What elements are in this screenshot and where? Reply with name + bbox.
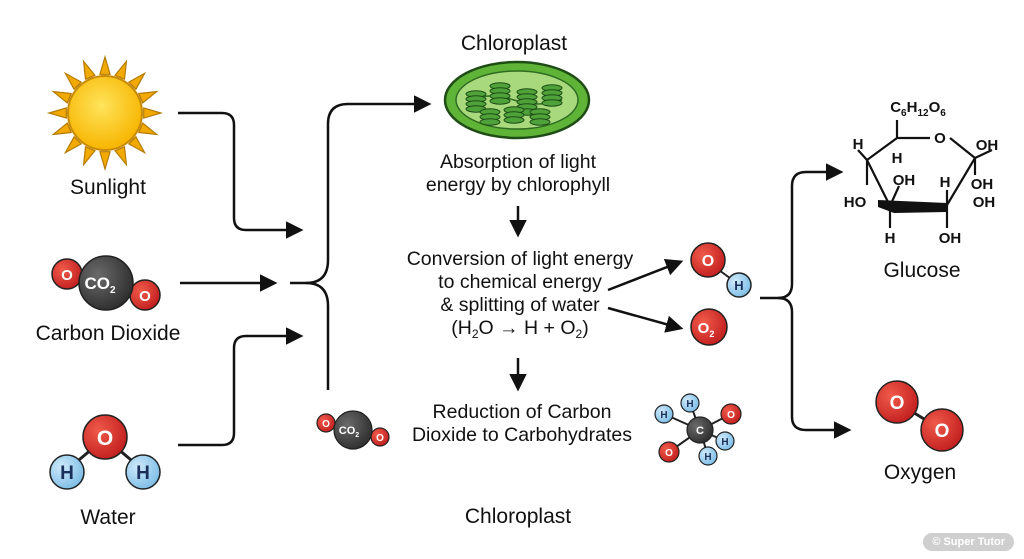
thylakoid-disc [503,116,525,124]
oh-label: OH [973,194,996,211]
co2-label: CO2 [84,274,116,296]
water-splitting-equation: (H2O → H + O2) [451,317,589,342]
thylakoid-disc [479,118,501,126]
sun-ray [127,135,147,155]
conversion-line3: & splitting of water [440,294,600,316]
atom-label-o: O [665,448,673,459]
water-molecule-icon: O H H [49,414,161,490]
atom-label-h: H [704,452,711,463]
h-label: H [892,150,903,167]
o2-label: O2 [698,320,715,339]
atom-label-o: O [702,253,714,270]
sun-ray [99,54,111,75]
sun-ray [82,59,96,81]
atom-label-o: O [139,288,151,305]
oh-label: OH [939,230,962,247]
glucose-label: Glucose [883,259,961,282]
sun-ray [114,59,128,81]
sun-ray [51,122,73,136]
h-label: H [940,174,951,191]
absorption-line2: energy by chlorophyll [425,174,611,196]
sun-icon [46,54,164,172]
sun-ray [63,71,83,91]
hydroxyl-molecule-icon: O H [690,242,752,298]
absorption-step: Absorption of light energy by chlorophyl… [426,151,610,197]
sunlight-arrow [178,111,304,239]
conversion-step: Conversion of light energy to chemical e… [407,248,634,340]
chloroplast-title-top: Chloroplast [460,32,568,55]
to-o2-arrow [607,306,684,333]
atom-label-c: C [696,425,704,437]
h-label: H [853,136,864,153]
ring-o-label: O [934,130,946,147]
sun-ray [63,135,83,155]
atom-label-h: H [734,278,743,293]
carbohydrate-molecule-icon: H H O H O H C [654,393,742,466]
to-oh-arrow [607,258,684,292]
atom-label-o: O [61,267,73,284]
output-arrows [760,163,852,439]
chloroplast-icon [443,60,591,140]
atom-label-o: O [890,393,905,414]
conversion-line2: to chemical energy [438,271,602,293]
reduction-step: Reduction of Carbon Dioxide to Carbohydr… [412,401,632,447]
sun-ray [99,151,111,172]
sun-ray [137,90,159,104]
thylakoid-disc [529,118,551,126]
sun-ray [46,107,67,119]
watermark-badge: © Super Tutor [923,533,1014,551]
atom-label-h: H [136,463,150,484]
sun-ray [51,90,73,104]
sun-ray [137,122,159,136]
thylakoid-disc [541,99,563,107]
oxygen-molecule-large-icon: O O [875,380,964,452]
sunlight-label: Sunlight [70,176,146,199]
atom-label-o: O [376,433,384,444]
absorption-line1: Absorption of light [439,151,597,173]
atom-label-h: H [721,437,728,448]
h-label: H [885,230,896,247]
carbon-dioxide-molecule-icon: O O CO2 [51,255,161,311]
glucose-formula: C6H12O6 [890,99,946,119]
sun-ray [127,71,147,91]
chloroplast-title-bottom: Chloroplast [464,505,572,528]
carbon-dioxide-small-icon: O O CO2 [316,410,390,450]
atom-label-o: O [322,419,330,430]
atom-label-o: O [97,427,113,450]
atom-label-h: H [660,410,667,421]
oxygen-label: Oxygen [883,461,957,484]
reduction-line1: Reduction of Carbon [432,401,612,423]
merge-to-chloroplast-arrow [290,95,432,285]
atom-label-o: O [935,421,950,442]
thylakoid-disc [489,97,511,105]
merge-bracket-lower [305,281,330,390]
sun-ray [82,145,96,167]
co2-label: CO2 [339,425,360,439]
oh-label: OH [971,176,994,193]
to-glucose-arrow [760,163,844,300]
atom-label-h: H [60,463,74,484]
water-label: Water [80,506,136,529]
atom-label-h: H [686,399,693,410]
oh-label: OH [893,172,916,189]
oxygen-molecule-small-icon: O2 [690,308,728,346]
sun-ray [114,145,128,167]
process-arrows [509,206,684,392]
oh-label: OH [976,137,999,154]
carbon-dioxide-label: Carbon Dioxide [35,322,181,345]
water-arrow [178,327,304,447]
glucose-structure-icon: C6H12O6 O OH H H OH H OH HO OH H OH [844,99,999,247]
input-arrows [178,95,432,447]
sun-ray [143,107,164,119]
to-oxygen-arrow [777,296,852,439]
reduction-line2: Dioxide to Carbohydrates [411,424,633,446]
atom-label-o: O [727,410,735,421]
ho-label: HO [844,194,867,211]
conversion-line1: Conversion of light energy [406,248,634,270]
